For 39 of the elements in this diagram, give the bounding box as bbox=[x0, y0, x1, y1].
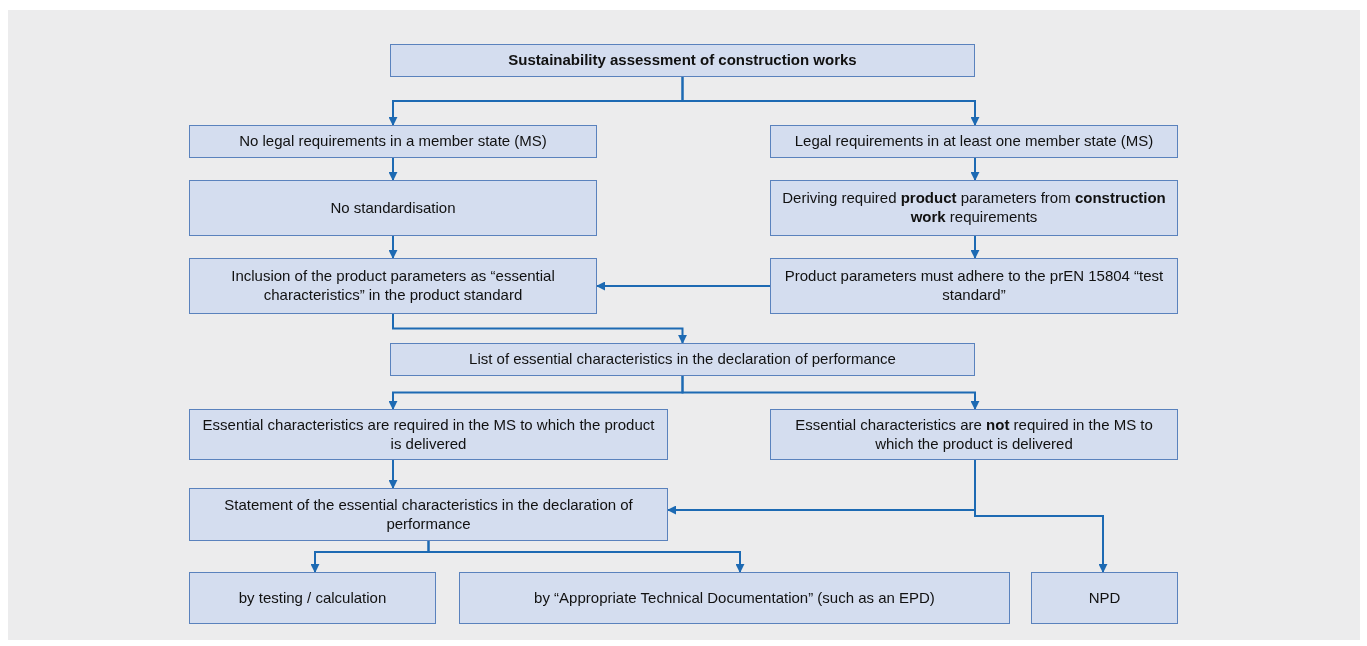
process-box bbox=[189, 488, 668, 541]
box-text: Essential characteristics are required in the MS to which the product is delivered bbox=[201, 415, 656, 454]
box-text: Deriving required product parameters from construction work requirements bbox=[781, 189, 1167, 227]
process-box bbox=[390, 343, 975, 376]
box-text: Essential characteristics are not required in the MS to which the product is delivered bbox=[794, 415, 1154, 454]
arrow bbox=[392, 313, 687, 344]
arrow bbox=[681, 375, 980, 410]
box-text: Legal requirements in at least one member state (MS) bbox=[794, 132, 1154, 151]
box-text: by “Appropriate Technical Documentation” (such as an EPD) bbox=[534, 588, 935, 608]
process-box bbox=[390, 44, 975, 77]
process-box bbox=[189, 409, 668, 460]
arrow bbox=[970, 235, 980, 259]
box-text: Statement of the essential characteristics in the declaration of performance bbox=[223, 495, 634, 534]
box-text: Inclusion of the product parameters as “essential characteristics” in the product standard bbox=[230, 267, 556, 305]
arrow bbox=[388, 235, 398, 259]
arrow bbox=[388, 459, 398, 489]
arrow bbox=[681, 76, 980, 126]
box-text: by testing / calculation bbox=[238, 588, 387, 608]
process-box bbox=[770, 258, 1178, 314]
box-text: No standardisation bbox=[330, 198, 456, 218]
arrow bbox=[970, 157, 980, 181]
process-box bbox=[770, 180, 1178, 236]
box-text: NPD bbox=[1088, 588, 1121, 608]
arrow bbox=[974, 459, 1108, 573]
process-box bbox=[770, 125, 1178, 158]
process-box bbox=[189, 180, 597, 236]
process-box bbox=[189, 125, 597, 158]
box-text: Product parameters must adhere to the prEN 15804 “test standard” bbox=[783, 267, 1165, 305]
box-text: List of essential characteristics in the declaration of performance bbox=[469, 350, 896, 369]
process-box bbox=[189, 258, 597, 314]
process-box bbox=[459, 572, 1010, 624]
process-box bbox=[189, 572, 436, 624]
box-text: Sustainability assessment of construction works bbox=[508, 51, 857, 70]
process-box bbox=[1031, 572, 1178, 624]
arrow bbox=[388, 157, 398, 181]
arrow bbox=[427, 540, 745, 573]
box-text: No legal requirements in a member state (MS) bbox=[239, 132, 547, 151]
arrow bbox=[596, 281, 771, 291]
process-box bbox=[770, 409, 1178, 460]
